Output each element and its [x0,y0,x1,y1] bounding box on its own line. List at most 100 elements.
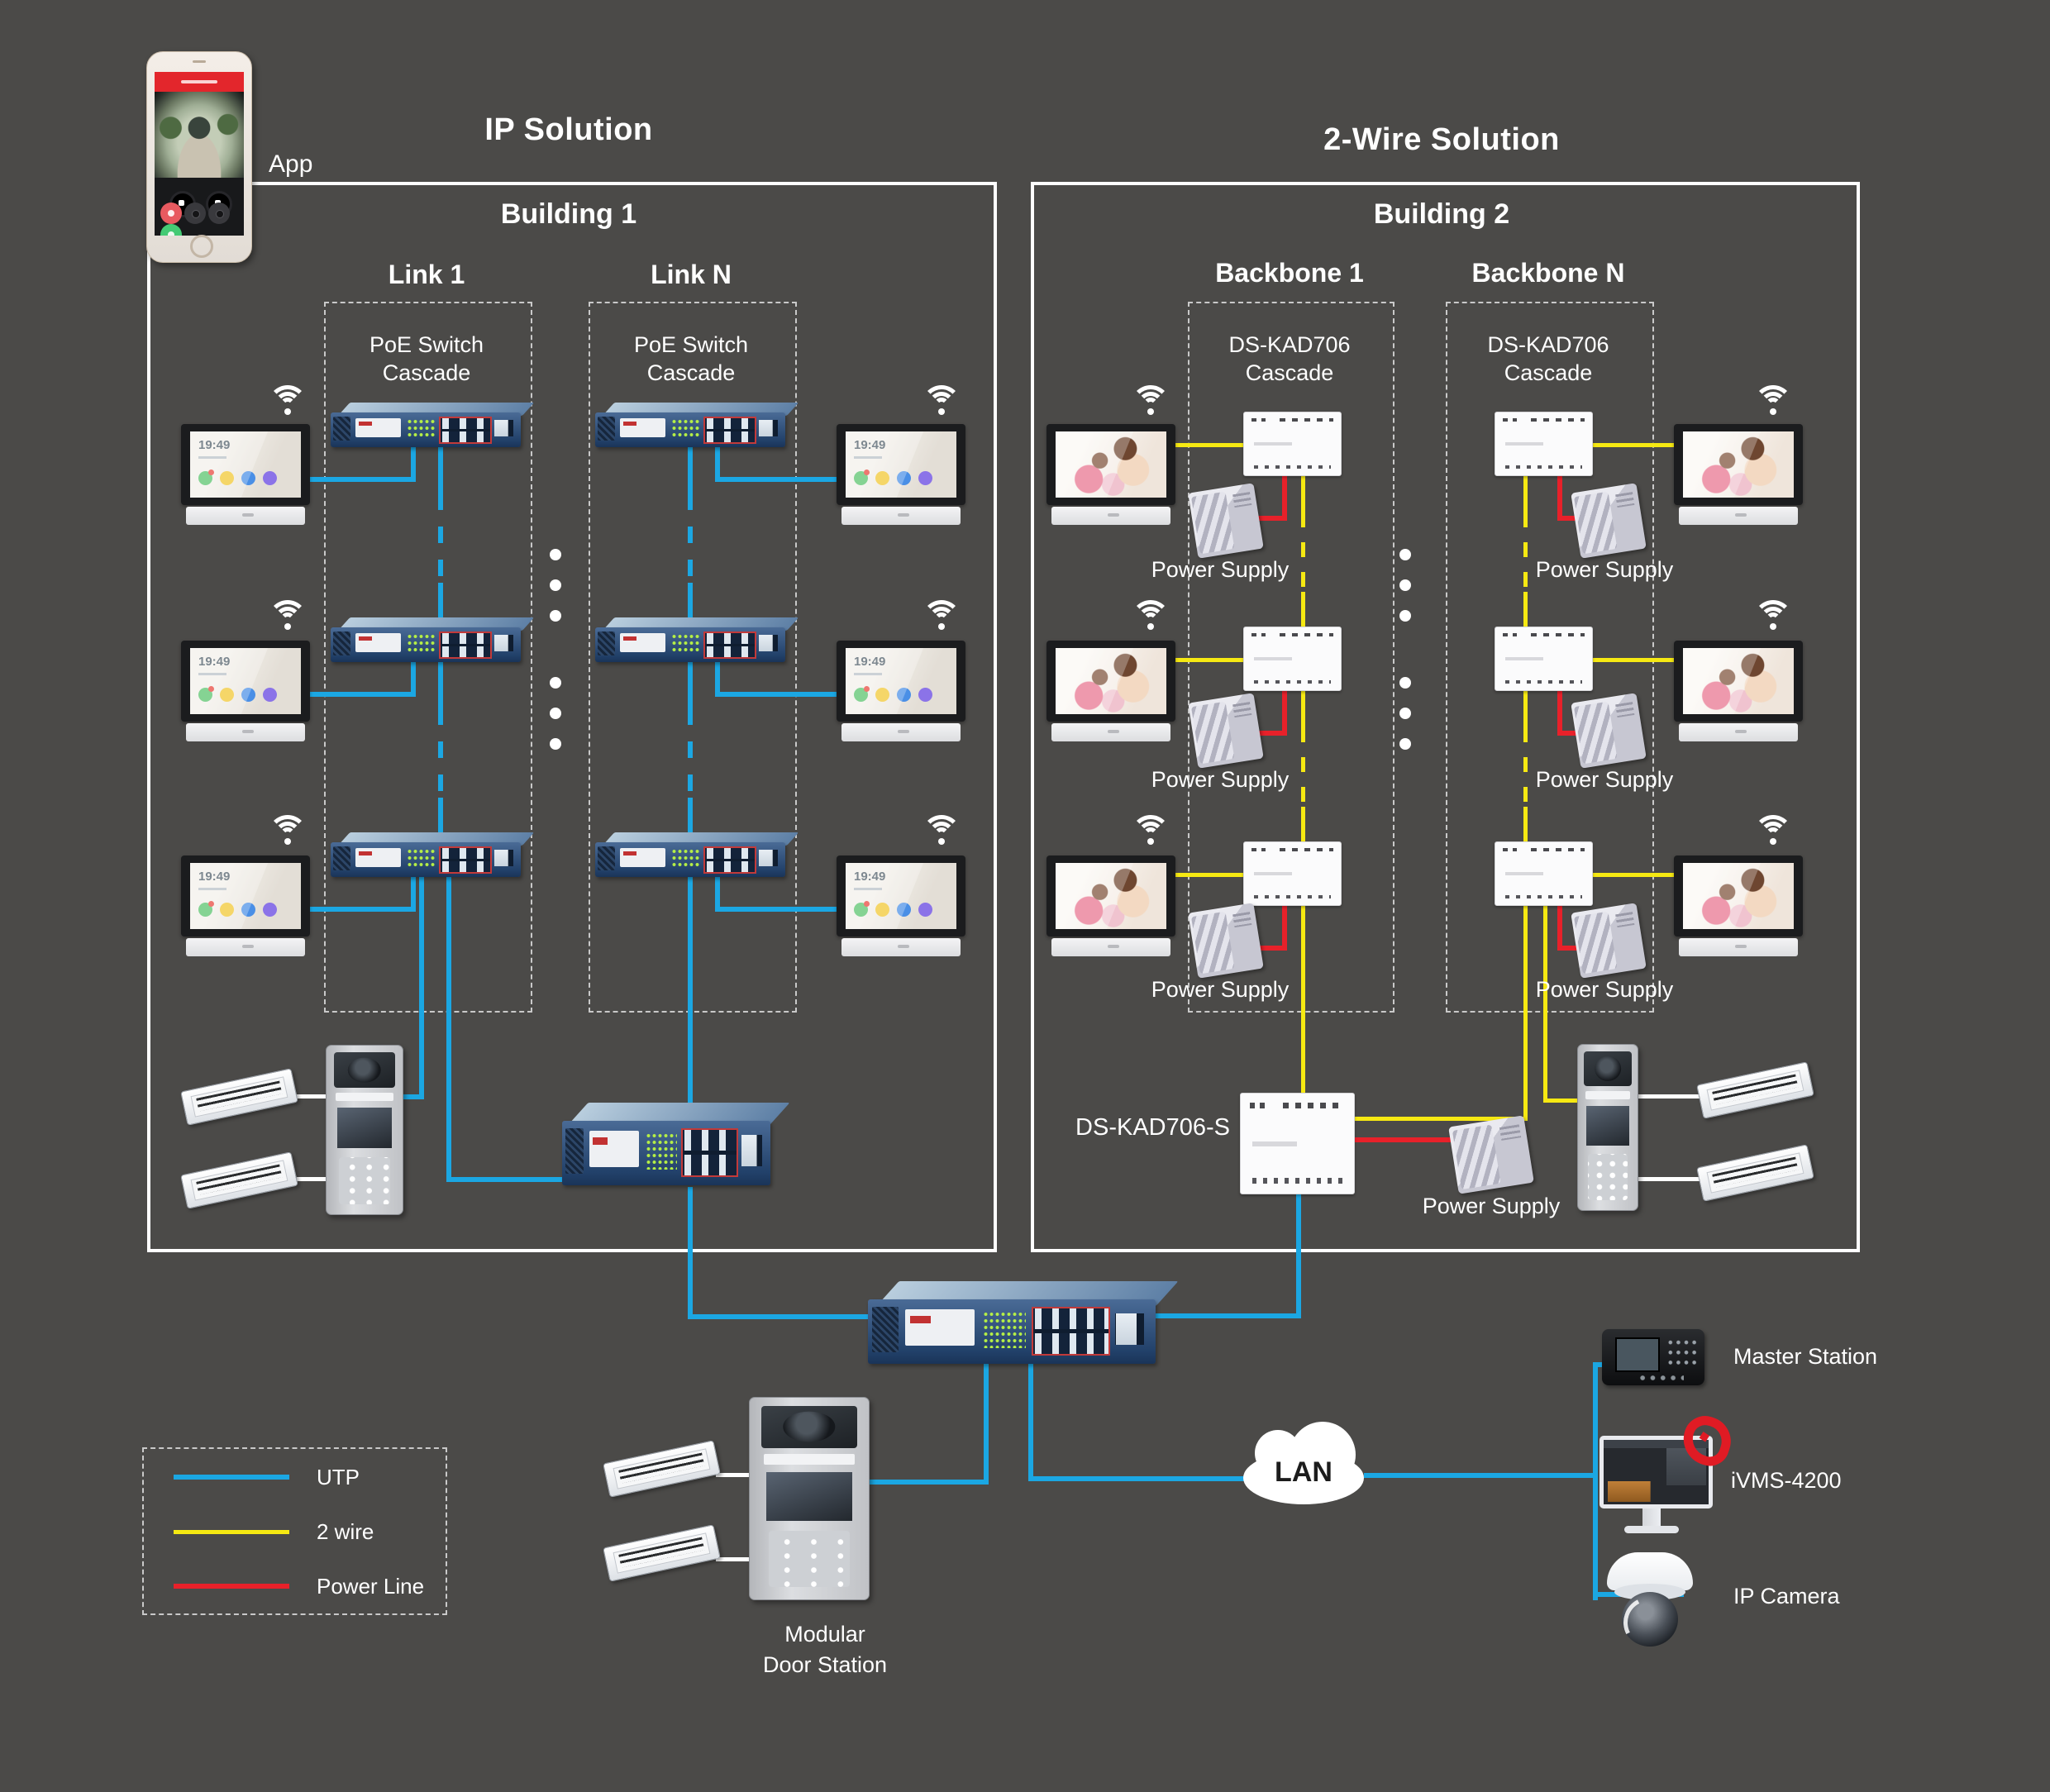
two-wire-line [1591,443,1674,447]
power-supply-unit [1571,483,1647,559]
legend-utp-swatch [174,1475,289,1480]
wifi-icon [1752,815,1794,848]
utp-line [438,447,443,493]
power-line [1557,689,1562,736]
legend-two-wire-label: 2 wire [317,1519,374,1544]
poe-switch [331,617,535,662]
utp-line-dashed [438,708,443,798]
poe-switch [595,832,799,877]
power-line [1557,731,1582,736]
two-wire-line [1523,904,1528,1121]
indoor-station: 19:49 [181,641,310,741]
utp-line [984,1364,989,1485]
utp-line [715,662,720,697]
power-supply-unit [1571,693,1647,769]
utp-line-dashed [688,708,693,798]
ellipsis-dot [550,610,561,622]
wifi-icon [1130,600,1171,633]
backbone-n-box [1446,302,1654,1013]
two-wire-line [1523,474,1528,512]
indoor-station-time: 19:49 [198,438,230,459]
call-controls [155,178,244,236]
ellipsis-dot [1399,677,1411,689]
utp-line [419,877,424,1099]
magnetic-lock [603,1440,721,1498]
utp-line-dashed [438,493,443,583]
building-1-box [147,182,997,1252]
power-supply-label: Power Supply [1535,977,1674,1002]
wifi-icon [1752,600,1794,633]
ds-kad706-distributor [1243,841,1342,906]
utp-line-dashed [688,493,693,583]
two-wire-line-dashed [1523,512,1528,592]
lock-line [716,1557,751,1561]
two-wire-line [1523,807,1528,841]
ellipsis-dot [1399,549,1411,560]
hangup-button [160,203,182,224]
power-supply-unit [1571,903,1647,979]
ellipsis-dot [550,708,561,719]
poe-switch [595,403,799,447]
ds-kad706-distributor [1495,412,1593,476]
building-1-label: Building 1 [500,198,637,230]
wifi-icon [267,385,308,418]
utp-line [446,877,451,1182]
utp-line [446,1177,565,1182]
two-wire-line [1301,474,1305,512]
utp-line [438,662,443,708]
power-supply-unit [1448,1115,1534,1194]
utp-line [398,1094,424,1099]
link-1-box [324,302,532,1013]
indoor-station [1674,855,1803,956]
two-wire-line [1301,689,1305,727]
power-line [1257,731,1287,736]
poe-switch [595,617,799,662]
building-2-label: Building 2 [1373,198,1510,230]
indoor-station-time: 19:49 [854,655,885,675]
ellipsis-dot [1399,610,1411,622]
two-wire-line [1591,873,1674,877]
legend [142,1447,447,1615]
link-1-label: Link 1 [388,260,465,289]
poe-switch [562,1103,790,1185]
backbone-n-label: Backbone N [1471,258,1625,288]
two-wire-line [1301,592,1305,627]
indoor-station-time: 19:49 [854,870,885,890]
indoor-station: 19:49 [837,641,965,741]
ellipsis-dot [550,677,561,689]
master-station-label: Master Station [1733,1344,1878,1369]
backbone-1-box [1188,302,1394,1013]
ds-kad706-distributor [1495,841,1593,906]
backbone-1-label: Backbone 1 [1215,258,1364,288]
utp-line [1593,1364,1598,1600]
utp-line [688,877,693,1104]
wifi-icon [1130,385,1171,418]
indoor-station: 19:49 [837,424,965,525]
ellipsis-dot [1399,708,1411,719]
door-station [326,1045,403,1215]
utp-line [688,1314,871,1319]
utp-line [715,477,837,482]
master-station [1602,1329,1704,1385]
two-wire-line [1355,1117,1528,1121]
power-line [1282,474,1287,521]
utp-line [1156,1313,1301,1318]
poe-cascade-label: PoE Switch [369,332,484,357]
two-wire-line [1301,904,1305,1094]
ellipsis-dot [550,549,561,560]
utp-line [688,798,693,834]
two-wire-line-dashed [1301,512,1305,592]
ds-kad706-distributor [1243,412,1342,476]
lock-line [1637,1094,1700,1099]
utp-line [1296,1194,1301,1318]
power-supply-label: Power Supply [1535,767,1674,792]
wifi-icon [921,385,962,418]
utp-line [310,907,416,912]
power-line [1282,904,1287,951]
utp-line [310,477,416,482]
two-wire-line [1523,592,1528,627]
utp-line [688,1187,693,1319]
utp-line [870,1480,989,1485]
poe-cascade-label2: Cascade [646,360,736,385]
